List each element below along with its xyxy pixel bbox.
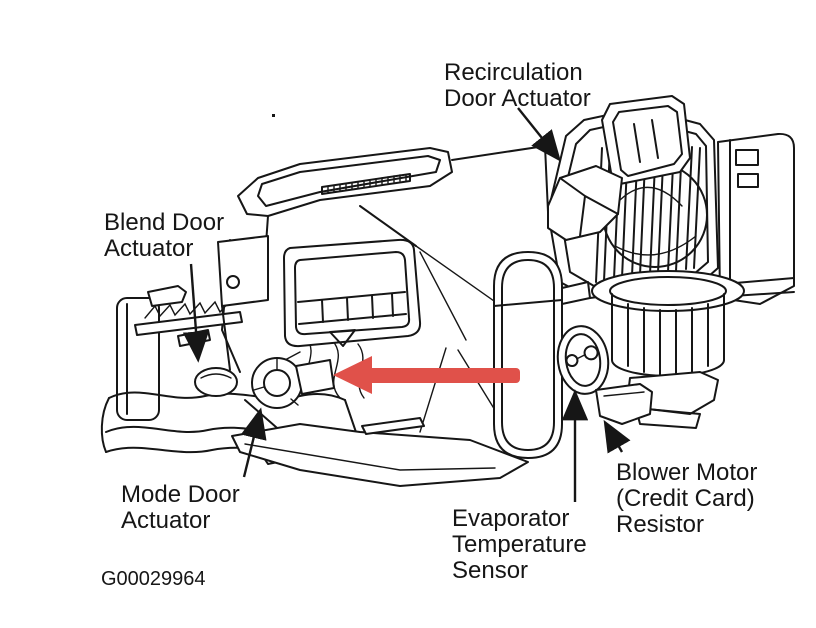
blend-door-actuator-part: [194, 367, 238, 397]
figure-number: G00029964: [101, 568, 206, 590]
recirculation-intake-grille: [547, 95, 719, 299]
leader-mode: [240, 407, 267, 478]
red-pointer-arrow: [333, 356, 520, 394]
leader-blend: [182, 263, 210, 363]
label-recirculation-door-actuator: Recirculation Door Actuator: [444, 59, 591, 112]
heater-core-opening: [283, 238, 422, 348]
left-bracket-assembly: [116, 235, 269, 421]
base-plate: [231, 417, 529, 487]
leader-lines: [182, 107, 631, 502]
leader-recirculation: [517, 107, 561, 162]
mode-door-actuator-part: [251, 357, 335, 409]
leader-blower: [603, 419, 631, 454]
blower-resistor-part: [595, 383, 653, 425]
defroster-duct: [237, 147, 453, 217]
accumulator-capsule: [493, 251, 591, 459]
label-evaporator-temperature-sensor: Evaporator Temperature Sensor: [452, 505, 587, 584]
label-blend-door-actuator: Blend Door Actuator: [104, 209, 225, 262]
label-blower-motor-resistor: Blower Motor (Credit Card) Resistor: [616, 459, 758, 538]
evaporator-temp-sensor-part: [556, 325, 610, 395]
rear-housing-panel: [699, 132, 795, 305]
recirculation-door-actuator-part: [547, 165, 623, 241]
label-mode-door-actuator: Mode Door Actuator: [121, 481, 240, 534]
